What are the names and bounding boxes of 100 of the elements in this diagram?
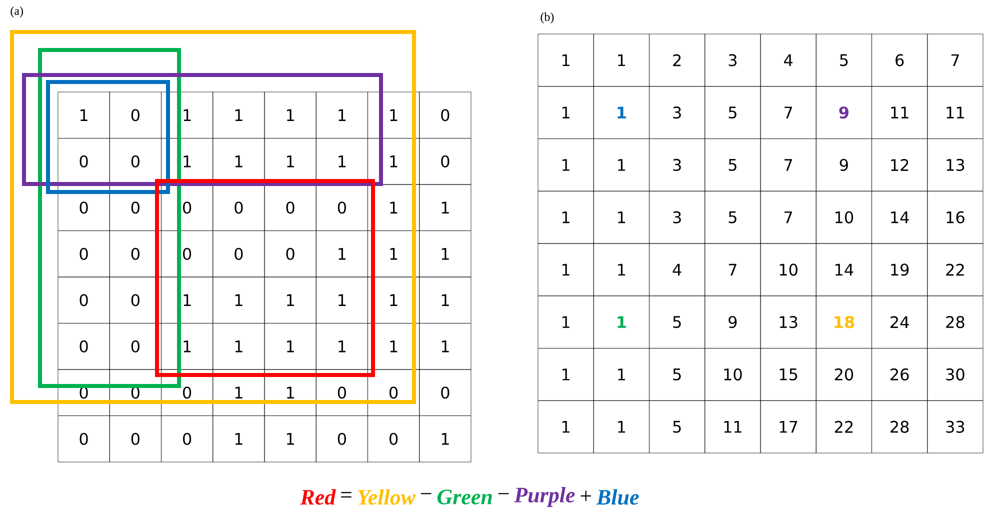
- table-cell: 0: [58, 323, 110, 370]
- table-cell: 30: [927, 348, 984, 401]
- table-cell: 1: [593, 400, 650, 454]
- table-cell: 14: [872, 190, 928, 244]
- table-cell: 4: [649, 243, 706, 296]
- table-cell: 22: [927, 243, 984, 296]
- table-cell: 0: [58, 184, 110, 231]
- table-cell: 1: [593, 138, 650, 192]
- formula-term: Purple: [514, 487, 575, 507]
- table-cell: 11: [872, 86, 928, 139]
- formula-term: Red: [300, 489, 336, 505]
- table-cell: 0: [316, 184, 368, 231]
- table-cell: 16: [927, 190, 984, 244]
- table-cell: 1: [212, 138, 265, 185]
- table-cell: 1: [316, 276, 368, 324]
- table-cell: 1: [212, 276, 265, 324]
- table-cell: 9: [816, 86, 872, 139]
- table-cell: 0: [109, 230, 162, 278]
- table-cell: 0: [58, 276, 110, 324]
- table-cell: 11: [927, 86, 984, 139]
- table-cell: 0: [161, 416, 214, 462]
- table-cell: 1: [212, 369, 265, 416]
- table-cell: 28: [872, 400, 928, 454]
- table-cell: 0: [109, 416, 162, 462]
- table-cell: 22: [816, 400, 872, 454]
- table-cell: 28: [927, 296, 984, 348]
- table-cell: 15: [760, 348, 816, 401]
- table-cell: 10: [704, 348, 761, 401]
- table-cell: 1: [419, 230, 472, 278]
- table-cell: 1: [368, 276, 420, 324]
- table-cell: 1: [368, 184, 420, 231]
- table-cell: 1: [538, 400, 594, 454]
- table-cell: 5: [704, 86, 761, 139]
- table-cell: 1: [419, 276, 472, 324]
- table-cell: 0: [58, 138, 110, 185]
- table-cell: 20: [816, 348, 872, 401]
- table-cell: 3: [649, 86, 706, 139]
- table-cell: 1: [593, 348, 650, 401]
- table-cell: 1: [316, 323, 368, 370]
- table-cell: 0: [419, 92, 472, 138]
- table-cell: 0: [264, 184, 316, 231]
- table-cell: 5: [704, 138, 761, 192]
- table-cell: 0: [109, 184, 162, 231]
- table-cell: 1: [368, 323, 420, 370]
- table-cell: 0: [109, 276, 162, 324]
- table-cell: 1: [212, 323, 265, 370]
- table-cell: 0: [264, 230, 316, 278]
- formula-term: Blue: [596, 489, 639, 505]
- table-cell: 5: [649, 348, 706, 401]
- table-cell: 17: [760, 400, 816, 454]
- table-cell: 1: [593, 34, 650, 87]
- table-cell: 1: [368, 92, 420, 138]
- table-cell: 0: [161, 230, 214, 278]
- formula-term: Green: [437, 490, 492, 504]
- table-cell: 7: [760, 190, 816, 244]
- table-cell: 1: [264, 92, 316, 138]
- table-cell: 9: [704, 296, 761, 348]
- table-cell: 1: [419, 416, 472, 462]
- table-cell: 3: [649, 190, 706, 244]
- table-cell: 0: [212, 230, 265, 278]
- table-cell: 1: [538, 138, 594, 192]
- table-cell: 1: [538, 243, 594, 296]
- table-cell: 7: [927, 34, 984, 87]
- table-cell: 7: [704, 243, 761, 296]
- table-cell: 33: [927, 400, 984, 454]
- table-cell: 3: [704, 34, 761, 87]
- table-cell: 13: [927, 138, 984, 192]
- table-cell: 1: [316, 230, 368, 278]
- table-cell: 26: [872, 348, 928, 401]
- table-cell: 3: [649, 138, 706, 192]
- formula-operator: +: [580, 490, 591, 502]
- table-cell: 4: [760, 34, 816, 87]
- table-cell: 0: [161, 184, 214, 231]
- table-cell: 1: [212, 92, 265, 138]
- table-cell: 1: [593, 190, 650, 244]
- table-cell: 1: [538, 34, 594, 87]
- table-cell: 7: [760, 138, 816, 192]
- table-cell: 0: [316, 416, 368, 462]
- table-cell: 1: [419, 184, 472, 231]
- table-cell: 5: [649, 400, 706, 454]
- table-cell: 0: [316, 369, 368, 416]
- table-cell: 0: [368, 369, 420, 416]
- table-cell: 1: [316, 92, 368, 138]
- table-cell: 18: [816, 296, 872, 348]
- table-cell: 1: [264, 138, 316, 185]
- table-cell: 0: [368, 416, 420, 462]
- table-cell: 10: [816, 190, 872, 244]
- table-cell: 0: [419, 138, 472, 185]
- table-cell: 1: [161, 323, 214, 370]
- formula-term: Yellow: [358, 489, 416, 505]
- table-cell: 1: [593, 243, 650, 296]
- table-cell: 1: [538, 86, 594, 139]
- table-cell: 1: [593, 296, 650, 348]
- formula-operator: =: [341, 492, 352, 498]
- table-cell: 19: [872, 243, 928, 296]
- table-cell: 1: [419, 323, 472, 370]
- table-cell: 11: [704, 400, 761, 454]
- table-cell: 1: [538, 190, 594, 244]
- table-cell: 1: [316, 138, 368, 185]
- table-cell: 0: [161, 369, 214, 416]
